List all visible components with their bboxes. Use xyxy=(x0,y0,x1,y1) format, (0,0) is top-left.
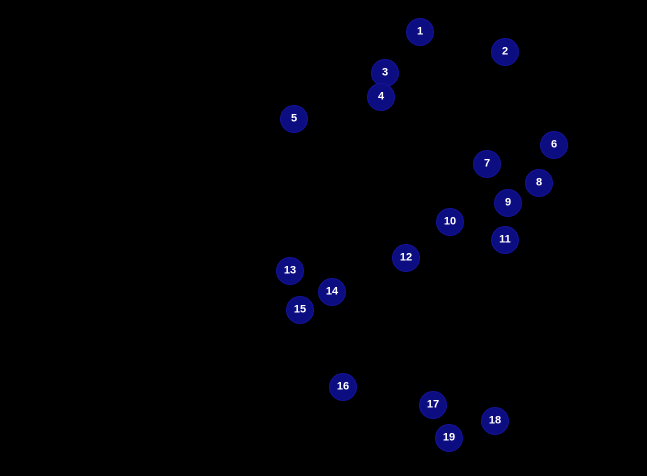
graph-node[interactable]: 14 xyxy=(318,278,346,306)
graph-node[interactable]: 15 xyxy=(286,296,314,324)
graph-node-label: 16 xyxy=(336,380,350,392)
graph-node[interactable]: 6 xyxy=(540,131,568,159)
graph-node[interactable]: 10 xyxy=(436,208,464,236)
graph-node-label: 19 xyxy=(442,431,456,443)
graph-node[interactable]: 4 xyxy=(367,83,395,111)
graph-node-label: 15 xyxy=(293,303,307,315)
graph-node[interactable]: 17 xyxy=(419,391,447,419)
graph-node-label: 10 xyxy=(443,215,457,227)
graph-node[interactable]: 8 xyxy=(525,169,553,197)
graph-node-label: 7 xyxy=(483,157,491,169)
graph-node[interactable]: 12 xyxy=(392,244,420,272)
graph-node-label: 4 xyxy=(377,90,385,102)
graph-node-label: 11 xyxy=(499,233,511,245)
graph-node[interactable]: 2 xyxy=(491,38,519,66)
graph-node-label: 8 xyxy=(535,176,543,188)
graph-node-label: 13 xyxy=(283,264,297,276)
graph-node[interactable]: 3 xyxy=(371,59,399,87)
graph-node[interactable]: 7 xyxy=(473,150,501,178)
graph-node-label: 9 xyxy=(504,196,512,208)
graph-node-label: 1 xyxy=(416,25,424,37)
graph-node-label: 6 xyxy=(550,138,558,150)
graph-node-label: 14 xyxy=(325,285,339,297)
graph-node[interactable]: 13 xyxy=(276,257,304,285)
graph-node-label: 2 xyxy=(501,45,509,57)
graph-node[interactable]: 1 xyxy=(406,18,434,46)
graph-node-label: 12 xyxy=(399,251,413,263)
graph-node[interactable]: 9 xyxy=(494,189,522,217)
graph-node[interactable]: 5 xyxy=(280,105,308,133)
graph-node-label: 5 xyxy=(290,112,298,124)
graph-node[interactable]: 19 xyxy=(435,424,463,452)
graph-node[interactable]: 16 xyxy=(329,373,357,401)
graph-node-label: 18 xyxy=(488,414,502,426)
graph-node-label: 17 xyxy=(426,398,440,410)
graph-node[interactable]: 11 xyxy=(491,226,519,254)
graph-node-label: 3 xyxy=(381,66,389,78)
graph-node[interactable]: 18 xyxy=(481,407,509,435)
